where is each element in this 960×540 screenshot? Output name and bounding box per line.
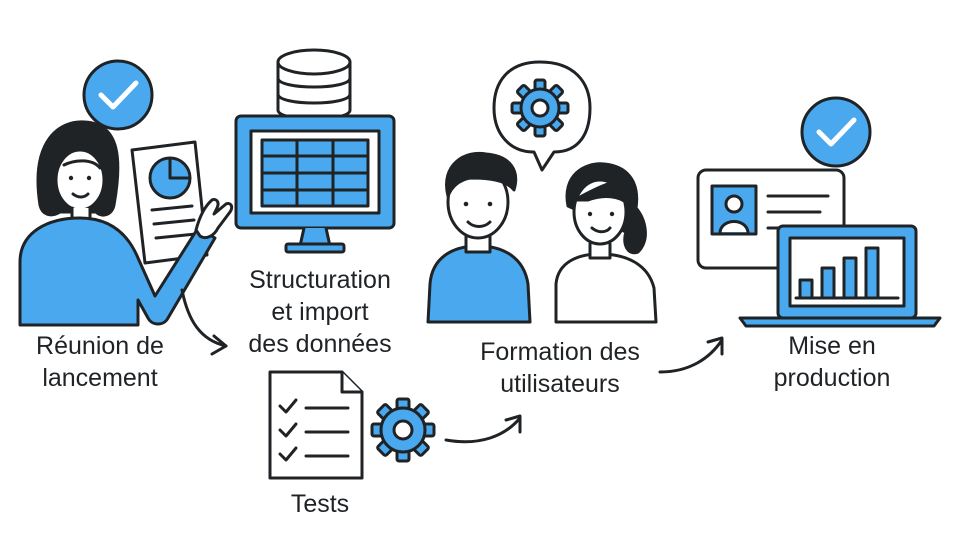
speech-bubble-icon	[492, 60, 592, 172]
step-label-reunion-de-lancement: Réunion de lancement	[36, 332, 164, 392]
database-monitor-icon	[234, 48, 396, 254]
check-badge-icon	[800, 96, 872, 168]
check-badge-icon	[82, 59, 154, 131]
step-label-tests: Tests	[290, 490, 350, 518]
two-people-chat-icon	[426, 60, 658, 324]
step-label-mise-en-production: Mise en production	[773, 332, 891, 392]
gear-icon	[370, 397, 436, 463]
laptop-dashboard-icon	[696, 96, 942, 328]
person-presenting-icon	[18, 59, 234, 356]
step-label-structuration: Structuration et import des données	[248, 266, 392, 358]
arrow-icon	[658, 336, 724, 374]
step-label-formation-des-utilisateurs: Formation des utilisateurs	[480, 338, 640, 398]
database-icon	[276, 48, 352, 121]
arrow-icon	[444, 414, 522, 444]
checklist-document-icon	[268, 370, 364, 480]
report-document-icon	[130, 140, 209, 265]
